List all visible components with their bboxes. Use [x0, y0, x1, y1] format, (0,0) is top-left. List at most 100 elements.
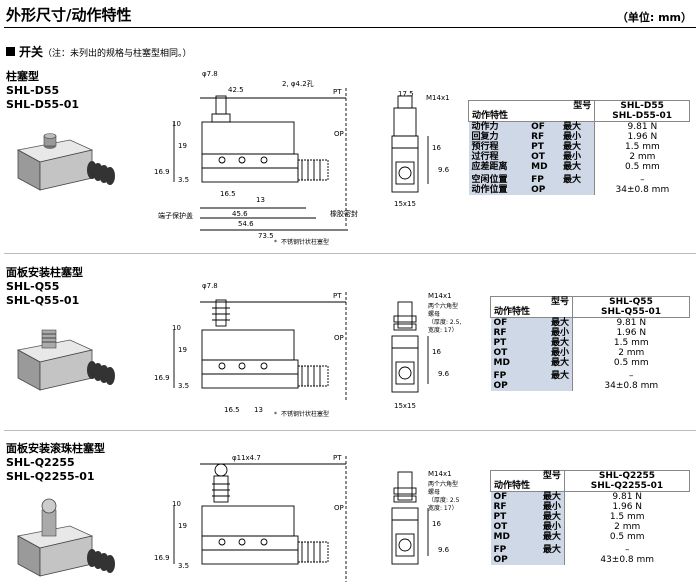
drawing-2-side-nut-4: 宽度: 17） [428, 326, 458, 334]
spec-3-row-limit: 最大 [525, 545, 565, 555]
drawing-2-side-nut-3: （厚度: 2.5, [428, 318, 461, 326]
spec-1-row-limit: 最大 [559, 162, 595, 172]
spec-2-models: SHL-Q55 SHL-Q55-01 [572, 296, 690, 318]
spec-1-models: SHL-D55 SHL-D55-01 [594, 100, 690, 122]
drawing-3-side-nut-2: 螺母 [428, 488, 440, 496]
drawing-3-dim-10: 10 [172, 500, 181, 508]
spec-2-row-value: 1.5 mm [572, 338, 690, 348]
spec-3-row-code: OF [490, 491, 526, 502]
spec-2-row-value: 9.81 N [572, 317, 690, 328]
drawing-2-side-thread: M14x1 [428, 292, 452, 300]
section-note: （注：未列出的规格与柱塞型相同。） [43, 49, 192, 59]
front-view-drawing-1: φ7.8 42.5 2, φ4.2孔 PT OP 10 19 16.9 3.5 … [154, 70, 358, 246]
spec-1-model-label: 型号 [573, 101, 592, 111]
spec-2-row-limit: 最大 [529, 371, 573, 381]
drawing-3-side-thread: M14x1 [428, 470, 452, 478]
drawing-1-dim-45-6: 45.6 [232, 210, 248, 218]
spec-1-row-name: 过行程 [468, 152, 529, 162]
spec-2-row-code: RF [490, 328, 530, 338]
product-photo-1 [16, 133, 115, 191]
spec-1-row-limit [559, 185, 595, 195]
spec-1-char-label: 动作特性 [472, 111, 509, 121]
spec-2-row-value: 0.5 mm [572, 358, 690, 368]
spec-3-row-value: 43±0.8 mm [563, 555, 690, 565]
spec-3-row-value: – [563, 545, 690, 555]
spec-1-row-value: 0.5 mm [594, 162, 690, 172]
drawing-1-pt: PT [333, 88, 342, 96]
spec-2-row-code: MD [490, 358, 530, 368]
section-1-model-1: SHL-D55 [6, 84, 60, 97]
drawing-1-dim-3-5: 3.5 [178, 176, 189, 184]
section-heading: 开关（注：未列出的规格与柱塞型相同。） [6, 43, 192, 60]
drawing-2-dim-10: 10 [172, 324, 181, 332]
spec-3-row-code: OP [490, 555, 526, 565]
drawing-3-side-nut-3: （厚度: 2.5 [428, 496, 460, 504]
spec-3-row-code: MD [490, 532, 526, 542]
drawing-3-phi: φ11x4.7 [232, 454, 261, 462]
drawing-2-dim-3-5: 3.5 [178, 382, 189, 390]
spec-1-row-name: 动作位置 [468, 185, 529, 195]
drawing-1-footnote-star: * [274, 239, 277, 246]
drawing-3-op: OP [334, 504, 344, 512]
spec-1-row-value: 1.96 N [594, 132, 690, 142]
spec-2-row-code: FP [490, 371, 530, 381]
section-1-titles: 柱塞型 SHL-D55 SHL-D55-01 [6, 70, 79, 112]
drawing-1-dim-13: 13 [256, 196, 265, 204]
spec-3-row-limit: 最小 [525, 502, 565, 512]
drawing-1-top-dim: 42.5 [228, 86, 244, 94]
drawing-1-dim-16-9: 16.9 [154, 168, 170, 176]
drawing-1-side-bottom: 15x15 [394, 200, 416, 208]
spec-2-row-code: OF [490, 317, 530, 328]
section-1-name: 柱塞型 [6, 70, 39, 83]
drawing-3-dim-19: 19 [178, 522, 187, 530]
drawing-1-dim-54-6: 54.6 [238, 220, 254, 228]
spec-1-row-name: 空闲位置 [468, 175, 529, 185]
front-view-drawing-3: φ11x4.7 PT OP 10 19 16.9 3.5 [154, 454, 347, 582]
section-2-name: 面板安装柱塞型 [6, 266, 83, 279]
drawing-2-side-nut-1: 两个六角型 [428, 302, 458, 310]
spec-2-header-left: 型号动作特性 [489, 296, 574, 318]
section-divider-2 [4, 430, 696, 431]
drawing-1-phi: φ7.8 [202, 70, 218, 78]
spec-1-row-limit: 最大 [559, 121, 595, 132]
side-view-drawing-1: 17.5 M14x1 16 9.6 15x15 [391, 90, 450, 208]
spec-1-row-code: MD [528, 162, 560, 172]
spec-3-row-limit: 最大 [525, 532, 565, 542]
spec-1-separator [468, 172, 690, 175]
title-rule [4, 27, 696, 28]
spec-2-row-limit: 最小 [529, 328, 573, 338]
drawing-2-dim-16-9: 16.9 [154, 374, 170, 382]
spec-2-row-limit: 最小 [529, 348, 573, 358]
spec-1-row-code: RF [528, 132, 560, 142]
drawing-2-phi: φ7.8 [202, 282, 218, 290]
drawing-2-footnote-star: * [274, 411, 277, 418]
drawing-1-dim-10: 10 [172, 120, 181, 128]
drawing-3-dim-16-9: 16.9 [154, 554, 170, 562]
section-2-model-1: SHL-Q55 [6, 280, 60, 293]
drawing-2-dim-13: 13 [254, 406, 263, 414]
spec-2-row-limit [529, 381, 573, 391]
section-divider-1 [4, 253, 696, 254]
spec-1-row-code: OP [528, 185, 560, 195]
page-title: 外形尺寸/动作特性 [6, 6, 132, 24]
section-2-titles: 面板安装柱塞型 SHL-Q55 SHL-Q55-01 [6, 266, 83, 308]
spec-2-row-value: 2 mm [572, 348, 690, 358]
spec-2-row-code: OP [490, 381, 530, 391]
spec-1-row-value: 1.5 mm [594, 142, 690, 152]
drawing-3-side-nut-1: 两个六角型 [428, 480, 458, 488]
spec-1-header-left: 型号动作特性 [467, 100, 596, 122]
drawing-1-side-16: 16 [432, 144, 441, 152]
